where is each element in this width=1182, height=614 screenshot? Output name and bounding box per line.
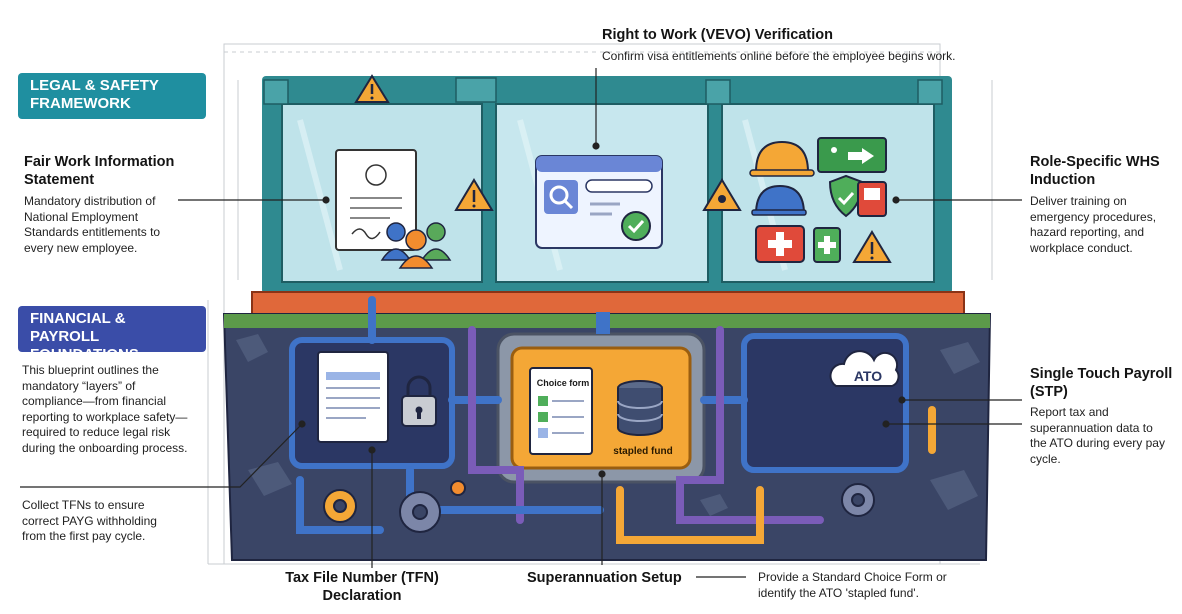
callout-leaders [20,68,1022,578]
callout-body-super: Provide a Standard Choice Form or identi… [758,570,947,600]
callout-title-whs: Role-Specific WHS Induction [1030,154,1160,188]
database-icon [617,380,663,436]
callout-title-stp: Single Touch Payroll (STP) [1030,366,1173,400]
gear-icon [841,483,875,517]
callout-body-tfn: Collect TFNs to ensure correct PAYG with… [22,498,157,543]
choice-form-label: Choice form [536,378,590,388]
exit-sign-icon [817,137,887,173]
first-aid-icon [755,225,805,263]
section-badge-legal-safety: LEGAL & SAFETY FRAMEWORK [18,73,206,119]
gear-icon [450,480,466,496]
section-badge-financial-payroll: FINANCIAL & PAYROLL FOUNDATIONS [18,306,206,363]
check-icon [621,211,651,241]
callout-body-vevo: Confirm visa entitlements online before … [602,49,956,63]
warning-icon [454,178,494,211]
blueprint-intro-text: This blueprint outlines the mandatory “l… [22,363,188,455]
shield-check-icon [828,174,864,218]
hard-hat-icon [751,184,807,216]
callout-title-fair-work: Fair Work Information Statement [24,154,175,188]
warning-icon [354,74,390,103]
cloud-icon [829,350,900,387]
padlock-icon [401,375,437,427]
stapled-fund-label: stapled fund [613,446,673,457]
warning-icon [852,230,892,263]
gear-icon [323,489,357,523]
fire-alarm-icon [857,181,887,217]
gear-icon [399,491,441,533]
document-icon [317,351,389,443]
first-aid-icon [813,227,841,263]
callout-body-whs: Deliver training on emergency procedures… [1030,194,1157,255]
callout-body-stp: Report tax and superannuation data to th… [1030,405,1165,466]
callout-body-fair-work: Mandatory distribution of National Emplo… [24,194,161,255]
callout-title-tfn: Tax File Number (TFN) Declaration [285,570,439,604]
ato-label: ATO [853,368,883,384]
callout-title-vevo: Right to Work (VEVO) Verification [602,27,833,43]
radiation-warning-icon [702,178,742,211]
people-icon [380,222,452,269]
hard-hat-icon [749,140,815,177]
choice-form-icon [529,367,593,455]
callout-title-super: Superannuation Setup [527,570,682,586]
steel-beam [251,291,965,315]
